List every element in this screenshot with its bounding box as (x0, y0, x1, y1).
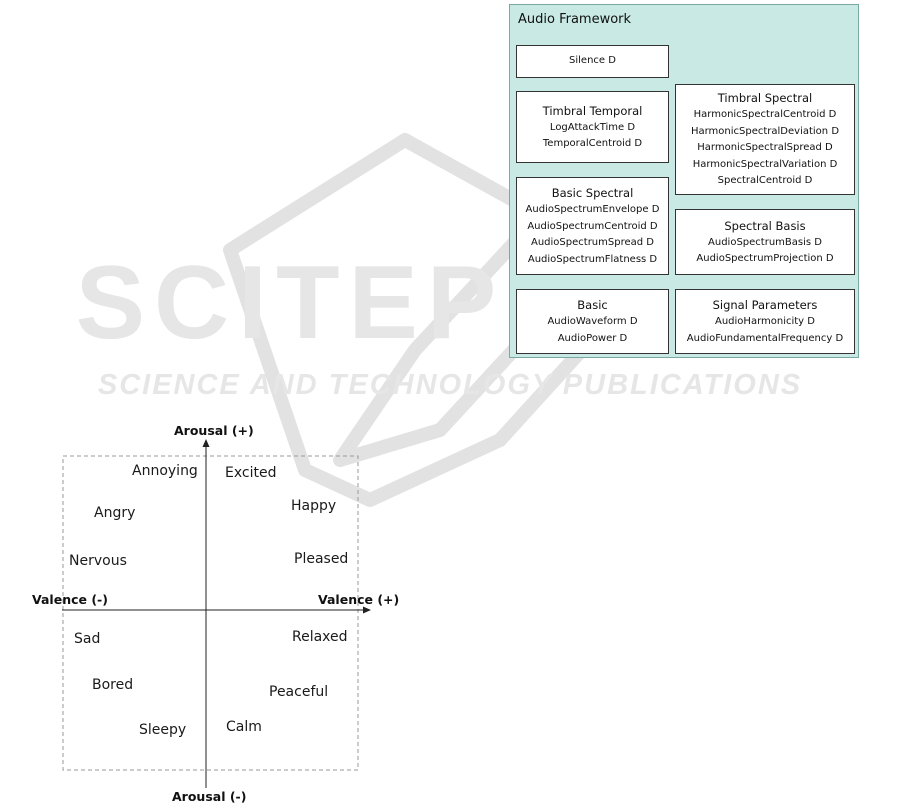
axis-label-valence-positive: Valence (+) (318, 592, 400, 607)
spectral-basis-title: Spectral Basis (724, 218, 806, 233)
timbral-temporal-title: Timbral Temporal (542, 103, 643, 118)
emotion-peaceful: Peaceful (269, 684, 329, 700)
basic-spectral-line-4: AudioSpectrumFlatness D (527, 253, 658, 265)
signal-parameters-box: Signal Parameters AudioHarmonicity D Aud… (675, 289, 855, 354)
dashed-boundary (62, 455, 359, 771)
silence-line-1: Silence D (569, 55, 616, 67)
timbral-spectral-title: Timbral Spectral (717, 91, 813, 106)
timbral-spectral-line-5: SpectralCentroid D (717, 175, 813, 187)
spectral-basis-line-2: AudioSpectrumProjection D (696, 253, 834, 264)
basic-line-1: AudioWaveform D (547, 316, 638, 327)
timbral-spectral-line-3: HarmonicSpectralSpread D (697, 142, 833, 154)
emotion-angry: Angry (94, 505, 136, 521)
basic-box: Basic AudioWaveform D AudioPower D (516, 289, 669, 354)
emotion-pleased: Pleased (294, 551, 349, 567)
signal-parameters-line-2: AudioFundamentalFrequency D (686, 332, 844, 344)
emotion-nervous: Nervous (69, 553, 127, 569)
audio-framework-title: Audio Framework (518, 12, 632, 27)
timbral-spectral-line-1: HarmonicSpectralCentroid D (693, 109, 837, 121)
emotion-calm: Calm (226, 719, 262, 735)
timbral-spectral-line-2: HarmonicSpectralDeviation D (690, 125, 840, 137)
spectral-basis-box: Spectral Basis AudioSpectrumBasis D Audi… (675, 209, 855, 275)
watermark-sub-text: SCIENCE AND TECHNOLOGY PUBLICATIONS (98, 369, 802, 401)
basic-spectral-line-3: AudioSpectrumSpread D (531, 237, 654, 248)
axis-label-valence-negative: Valence (-) (32, 592, 108, 607)
timbral-spectral-line-4: HarmonicSpectralVariation D (692, 158, 838, 170)
basic-spectral-line-2: AudioSpectrumCentroid D (527, 220, 658, 232)
emotion-annoying: Annoying (132, 463, 198, 479)
timbral-spectral-box: Timbral Spectral HarmonicSpectralCentroi… (675, 84, 855, 195)
basic-spectral-box: Basic Spectral AudioSpectrumEnvelope D A… (516, 177, 669, 275)
timbral-temporal-line-2: TemporalCentroid D (542, 138, 643, 149)
basic-line-2: AudioPower D (557, 332, 628, 344)
emotion-relaxed: Relaxed (292, 629, 348, 645)
emotion-sad: Sad (74, 631, 101, 647)
timbral-temporal-box: Timbral Temporal LogAttackTime D Tempora… (516, 91, 669, 163)
basic-spectral-title: Basic Spectral (551, 186, 634, 200)
axis-label-arousal-positive: Arousal (+) (174, 423, 254, 438)
circumplex-axes (62, 439, 371, 788)
timbral-temporal-line-1: LogAttackTime D (549, 121, 636, 133)
basic-spectral-line-1: AudioSpectrumEnvelope D (525, 204, 660, 215)
valence-arousal-diagram: Arousal (+) Arousal (-) Valence (-) Vale… (0, 410, 420, 810)
signal-parameters-line-1: AudioHarmonicity D (715, 316, 815, 327)
axis-label-arousal-negative: Arousal (-) (172, 789, 247, 804)
emotion-excited: Excited (225, 465, 277, 481)
emotion-bored: Bored (92, 677, 134, 693)
emotion-sleepy: Sleepy (139, 722, 187, 738)
silence-box: Silence D (516, 45, 669, 78)
basic-title: Basic (577, 298, 608, 312)
emotion-happy: Happy (291, 498, 337, 514)
signal-parameters-title: Signal Parameters (712, 298, 818, 312)
spectral-basis-line-1: AudioSpectrumBasis D (708, 236, 822, 248)
audio-framework-panel: Audio Framework Silence D Timbral Tempor… (509, 4, 859, 358)
